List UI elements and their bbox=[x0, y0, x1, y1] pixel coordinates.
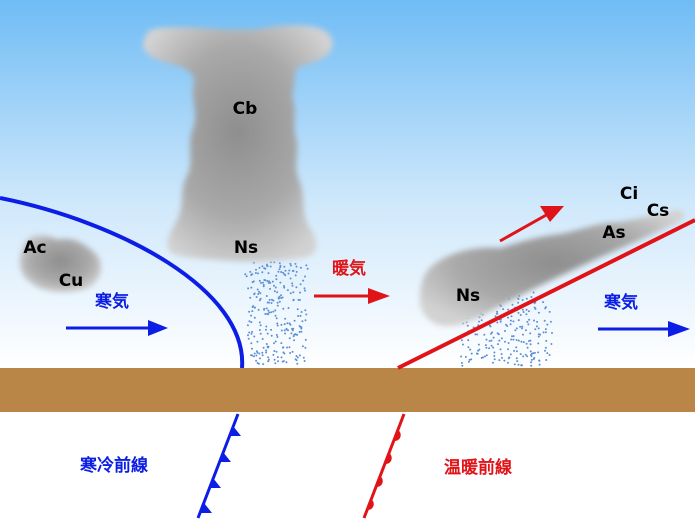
cb-label: Cb bbox=[233, 99, 258, 119]
cold-air-arrow-right bbox=[598, 321, 690, 337]
cold-air-left-label: 寒気 bbox=[95, 291, 129, 312]
cold-air-arrow-left bbox=[66, 320, 168, 336]
rain-under-cumulonimbus bbox=[244, 261, 309, 366]
sky bbox=[0, 0, 695, 368]
warm-air-label: 暖気 bbox=[332, 258, 366, 279]
ns-storm-label: Ns bbox=[234, 238, 258, 258]
cumulonimbus-cloud bbox=[143, 25, 333, 262]
warm-front-symbol bbox=[362, 413, 406, 519]
warm-air-arrow bbox=[314, 288, 390, 304]
altocumulus-cloud bbox=[20, 235, 101, 292]
cold-front-symbol bbox=[196, 413, 241, 519]
ac-label: Ac bbox=[23, 238, 46, 258]
cu-label: Cu bbox=[59, 271, 84, 291]
ns-warm-label: Ns bbox=[456, 286, 480, 306]
warm-front-nimbostratus-cloud bbox=[419, 210, 685, 326]
cold-front-line bbox=[0, 196, 245, 369]
cold-air-right-label: 寒気 bbox=[604, 292, 638, 313]
cold-front-label: 寒冷前線 bbox=[80, 455, 148, 476]
ci-label: Ci bbox=[620, 184, 638, 204]
rising-warm-air-arrow bbox=[499, 206, 564, 243]
warm-front-line bbox=[397, 218, 695, 370]
cs-label: Cs bbox=[647, 201, 670, 221]
warm-front-label: 温暖前線 bbox=[444, 457, 512, 478]
as-label: As bbox=[602, 223, 625, 243]
ground bbox=[0, 368, 695, 412]
